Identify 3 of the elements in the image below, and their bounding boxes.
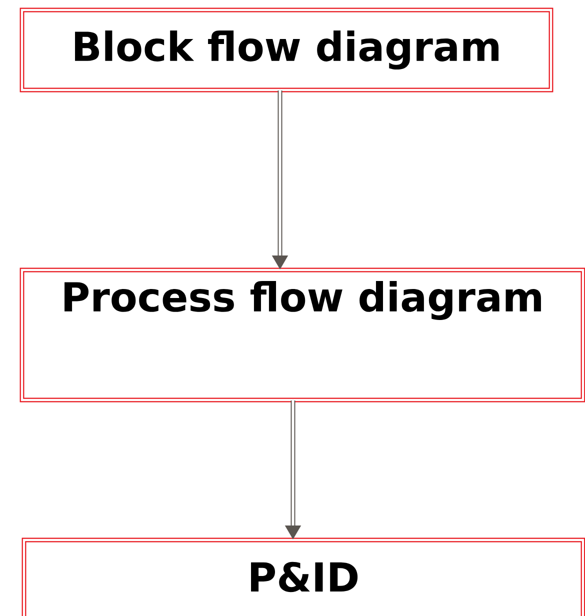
process-box: Block flow diagram [20,8,554,92]
process-box: Process flow diagram [20,268,585,402]
process-box: P&ID [22,538,585,616]
